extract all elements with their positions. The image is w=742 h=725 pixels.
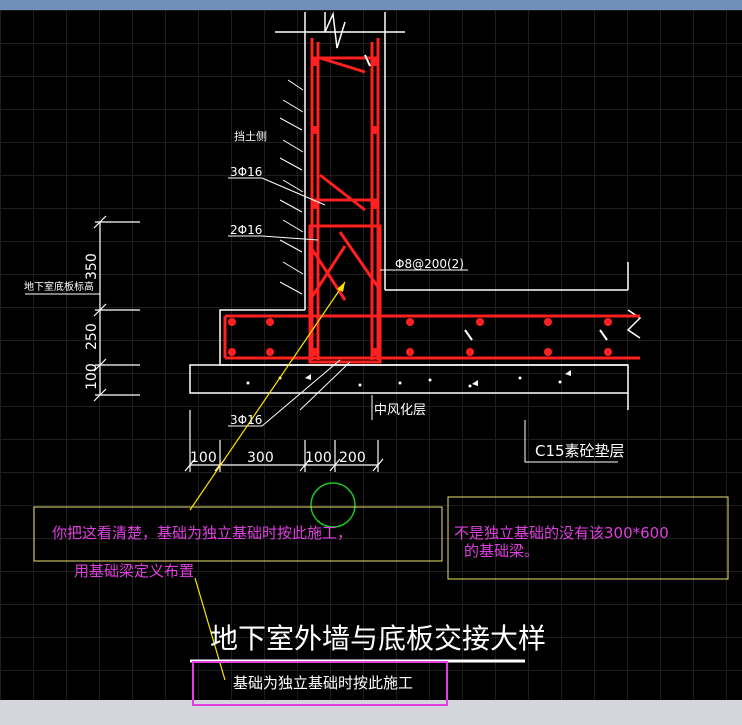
- dim-200: 200: [339, 450, 366, 466]
- slab-break-marks: [364, 54, 608, 341]
- highlight-box: [192, 661, 448, 706]
- label-retaining-side: 挡土侧: [234, 129, 267, 143]
- dim-250: 250: [84, 323, 100, 350]
- label-weathered-layer: 中风化层: [374, 403, 426, 418]
- leader-lines: [25, 177, 618, 463]
- drawing-title: 地下室外墙与底板交接大样: [210, 622, 546, 655]
- label-slab-elevation: 地下室底板标高: [24, 280, 94, 293]
- annotation-box-right: [447, 496, 729, 580]
- label-bedding-layer: C15素砼垫层: [535, 442, 625, 460]
- dim-100-v: 100: [84, 363, 100, 390]
- label-rebar-mid: 2Φ16: [230, 223, 262, 237]
- subtitle-note: 基础为独立基础时按此施工: [233, 674, 413, 692]
- label-stirrup: Φ8@200(2): [395, 257, 464, 271]
- label-rebar-top: 3Φ16: [230, 165, 262, 179]
- annotation-text-4: 的基础梁。: [464, 542, 539, 560]
- rebar-dots: [228, 58, 612, 356]
- window-title-bar: [0, 0, 742, 10]
- annotation-text-2: 用基础梁定义布置: [74, 562, 194, 580]
- arrowhead: [337, 282, 345, 292]
- annotation-arrows: [189, 281, 346, 681]
- footing-outline: [189, 262, 642, 410]
- annotation-text-3: 不是独立基础的没有该300*600: [454, 524, 669, 542]
- horizontal-dimension: [184, 410, 384, 472]
- dim-350: 350: [84, 253, 100, 280]
- dim-100-a: 100: [190, 450, 217, 466]
- cursor-circle: [310, 482, 356, 528]
- dim-300: 300: [247, 450, 274, 466]
- wall-outline: [275, 11, 405, 310]
- annotation-box-left: [33, 506, 443, 562]
- earth-hatching: [279, 79, 304, 295]
- dim-100-b: 100: [305, 450, 332, 466]
- label-rebar-bottom: 3Φ16: [230, 413, 262, 427]
- bedding-dots: [246, 370, 571, 388]
- rebars: [223, 38, 640, 364]
- vertical-dimension: [93, 215, 140, 402]
- annotation-text-1: 你把这看清楚，基础为独立基础时按此施工，: [52, 524, 352, 542]
